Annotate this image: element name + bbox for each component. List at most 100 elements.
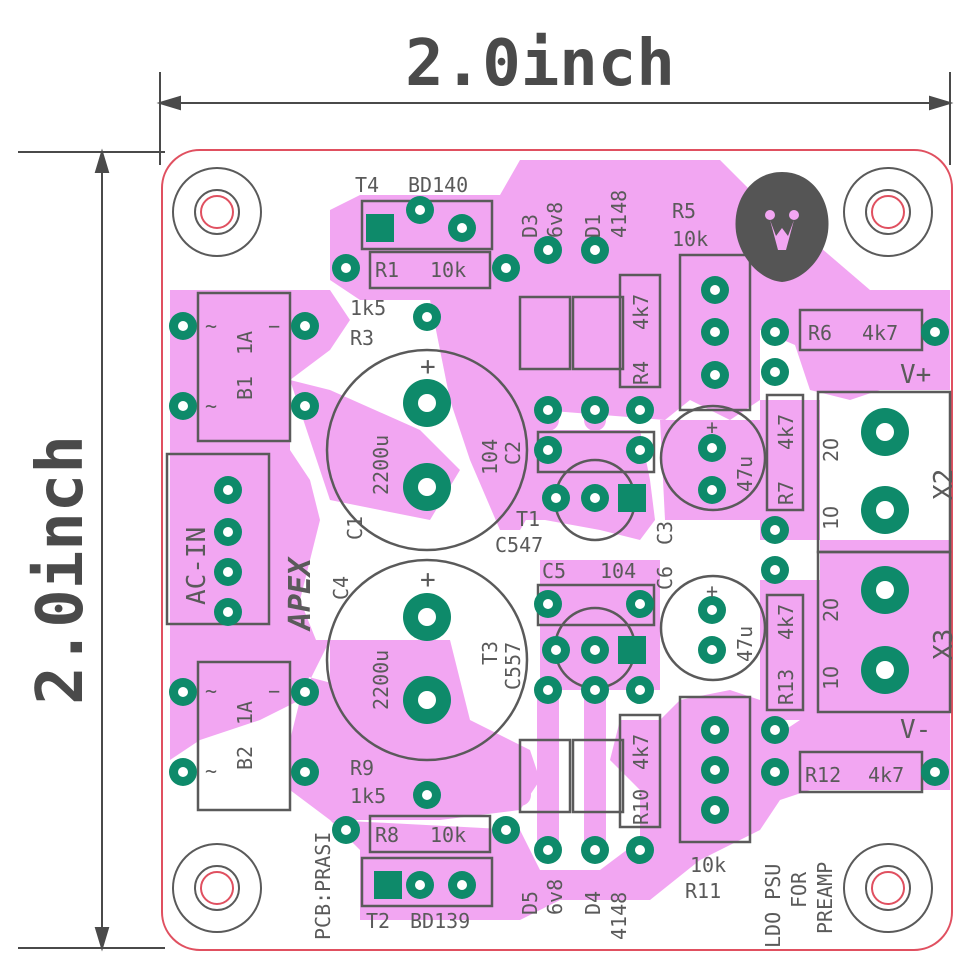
r5-value: 10k	[672, 227, 708, 251]
pad-hole	[551, 493, 561, 503]
r11-value: 10k	[690, 853, 726, 877]
pad-hole	[300, 767, 310, 777]
c4-plus: +	[420, 565, 436, 595]
r9-label: R9	[350, 756, 374, 780]
pad-hole	[415, 880, 425, 890]
r4-label: R4	[629, 361, 653, 385]
mounting-hole-bl	[172, 843, 262, 933]
height-dimension-label: 2.0inch	[24, 435, 98, 705]
square-pad	[618, 484, 646, 512]
width-dimension-label: 2.0inch	[405, 27, 675, 101]
mounting-hole-tr	[843, 167, 933, 257]
pad-hole	[223, 527, 233, 537]
t2-value: BD139	[410, 909, 470, 933]
t4-value: BD140	[408, 173, 468, 197]
t3-label: T3	[478, 641, 502, 665]
pad-hole	[457, 223, 467, 233]
pad-hole	[707, 605, 717, 615]
pad-hole	[178, 767, 188, 777]
pad-hole	[707, 485, 717, 495]
r1-label: R1	[375, 258, 399, 282]
r8-value: 10k	[430, 823, 466, 847]
c6-label: C6	[653, 566, 677, 590]
large-pad-hole	[418, 691, 436, 709]
apex-logo: APEX	[283, 556, 318, 632]
large-pad-hole	[876, 581, 894, 599]
large-pad-hole	[418, 394, 436, 412]
r11-label: R11	[685, 879, 721, 903]
title-line-2: FOR	[787, 871, 811, 908]
r6-value: 4k7	[862, 321, 898, 345]
d1-value: 4148	[607, 190, 631, 238]
pad-hole	[501, 263, 511, 273]
square-pad	[366, 214, 394, 242]
b2-label: B2	[233, 746, 257, 770]
pad-hole	[341, 825, 351, 835]
r5-label: R5	[672, 199, 696, 223]
mounting-hole-br	[843, 843, 933, 933]
d3-value: 6v8	[543, 202, 567, 238]
pad-hole	[415, 205, 425, 215]
b1-tilde-2: ~	[205, 394, 217, 418]
square-pad	[618, 636, 646, 664]
title-line-1: LDO PSU	[761, 864, 785, 948]
t1-label: T1	[516, 507, 540, 531]
v-minus-label: V-	[900, 715, 931, 745]
pad-hole	[341, 263, 351, 273]
r12-value: 4k7	[868, 763, 904, 787]
x3-pin-1: 1O	[819, 666, 843, 690]
r12-label: R12	[805, 763, 841, 787]
pad-hole	[457, 880, 467, 890]
r10-value: 4k7	[629, 734, 653, 770]
c5-label: C5	[542, 559, 566, 583]
pad-hole	[635, 445, 645, 455]
r7-label: R7	[774, 481, 798, 505]
large-pad-hole	[418, 608, 436, 626]
b2-value: 1A	[233, 701, 257, 725]
pad-hole	[710, 285, 720, 295]
pad-hole	[710, 805, 720, 815]
c4-label: C4	[329, 576, 353, 600]
lion-logo-icon	[735, 172, 829, 282]
mounting-holes	[172, 167, 933, 933]
large-pad-hole	[876, 501, 894, 519]
pad-hole	[590, 493, 600, 503]
c1-plus: +	[420, 352, 436, 382]
ac-in-label: AC-IN	[182, 527, 212, 605]
pad-hole	[300, 321, 310, 331]
d4-value: 4148	[607, 892, 631, 940]
c3-label: C3	[653, 521, 677, 545]
r1-value: 10k	[430, 258, 466, 282]
c6-plus: +	[706, 579, 718, 603]
r6-label: R6	[808, 321, 832, 345]
b2-minus: −	[268, 679, 280, 703]
c1-label: C1	[343, 516, 367, 540]
pad-hole	[707, 443, 717, 453]
pad-hole	[223, 485, 233, 495]
pad-hole	[710, 327, 720, 337]
pad-hole	[422, 312, 432, 322]
r13-value: 4k7	[774, 604, 798, 640]
pad-hole	[770, 525, 780, 535]
silkscreen-labels: T4 BD140 R1 10k 1k5 R3 D3 6v8 D1 4148 R5…	[182, 173, 959, 948]
pads	[169, 196, 949, 899]
r7-value: 4k7	[774, 414, 798, 450]
b1-minus: −	[268, 314, 280, 338]
r4-value: 4k7	[629, 294, 653, 330]
pad-hole	[635, 599, 645, 609]
pad-hole	[930, 327, 940, 337]
d1-label: D1	[581, 214, 605, 238]
pad-hole	[635, 685, 645, 695]
pad-hole	[710, 370, 720, 380]
c2-value: 104	[478, 439, 502, 475]
pad-hole	[551, 645, 561, 655]
pad-hole	[543, 685, 553, 695]
c6-value: 47u	[733, 626, 757, 662]
r3-value: 1k5	[350, 296, 386, 320]
pad-hole	[590, 245, 600, 255]
pad-hole	[635, 845, 645, 855]
pad-hole	[710, 725, 720, 735]
c2-label: C2	[501, 441, 525, 465]
pad-hole	[770, 767, 780, 777]
pad-hole	[710, 765, 720, 775]
